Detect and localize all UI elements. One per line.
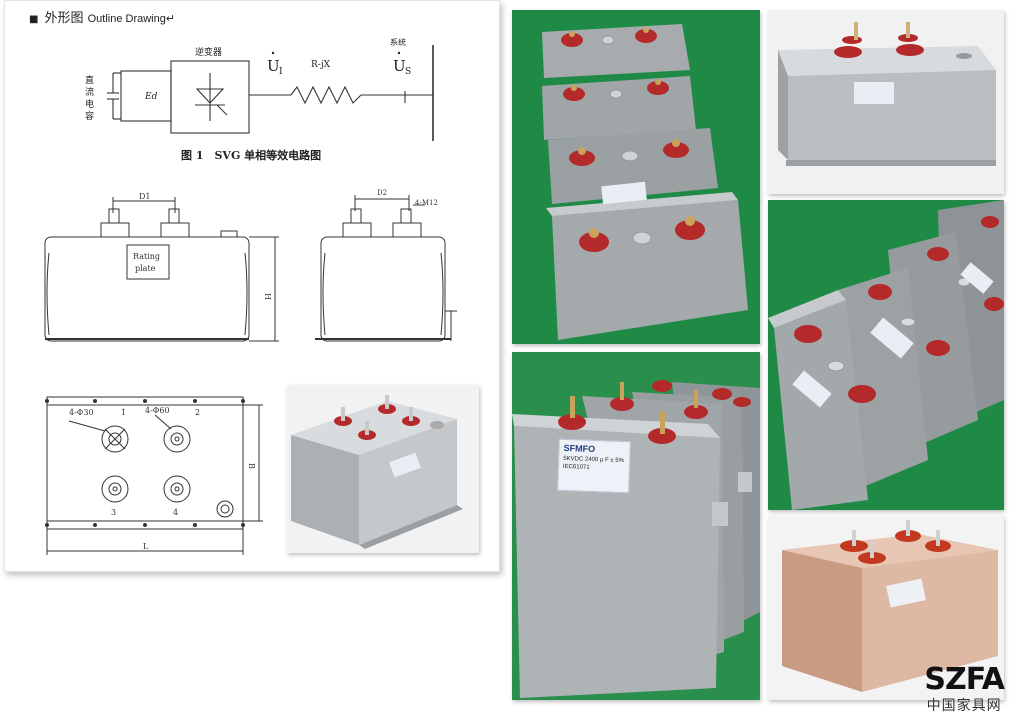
outline-drawing-panel: ■ 外形图 Outline Drawing↵ (4, 0, 500, 572)
watermark-site: 中国家具网 (926, 698, 1002, 714)
us-sub: S (405, 67, 411, 77)
inverter-label: 逆变器 (195, 46, 222, 58)
inverter-box (170, 60, 250, 134)
top-view-dots (45, 399, 245, 527)
terminal-1-label: 1 (121, 408, 126, 417)
label-brand: SFMFO (563, 442, 596, 455)
label-rating: 5KVDC 2400 μ F ± 5% (563, 455, 625, 465)
rating-label-sticker: SFMFO 5KVDC 2400 μ F ± 5% IEC61071 (557, 438, 631, 494)
d2-label: D2 (377, 189, 387, 197)
grid-label: 系统 (390, 37, 406, 47)
d1-label: D1 (139, 192, 151, 201)
circuit-diagram (107, 45, 434, 141)
hole60-label: 4-Φ60 (145, 406, 170, 415)
front-view (44, 197, 279, 342)
b-label: B (247, 463, 256, 469)
watermark: SZFA 中国家具网 (924, 662, 1005, 715)
side-view (315, 195, 457, 342)
outline-drawing-svg: 直 流 电 容 Ed 逆变器 U I R-jX 系统 U S 图 1 SVG 单… (44, 37, 457, 555)
title-mark: ↵ (165, 13, 176, 25)
impedance-zigzag (290, 85, 362, 105)
hole30-label: 4-Φ30 (69, 408, 94, 417)
h-label: H (263, 293, 272, 300)
rating-plate-line1: Rating (133, 252, 160, 261)
impedance-label: R-jX (311, 60, 331, 70)
m12-label: 4-M12 (415, 199, 438, 207)
photo-capacitor-single-top (768, 10, 1004, 194)
title-cn: 外形图 (44, 11, 84, 26)
photo-capacitor-row-2 (768, 200, 1004, 510)
us-label: U (393, 57, 406, 75)
rating-plate-line2: plate (135, 264, 156, 273)
small-capacitor-photo (287, 385, 479, 553)
photo-capacitor-bronze (768, 516, 1004, 700)
thyristor-symbol (195, 88, 225, 104)
ui-sub: I (279, 67, 283, 77)
ed-label: Ed (144, 92, 158, 102)
dc-label-4: 容 (85, 110, 94, 122)
terminal-2-label: 2 (195, 408, 200, 417)
watermark-logo: SZFA (924, 662, 1005, 697)
top-view (46, 396, 263, 555)
ui-label: U (267, 57, 280, 75)
outline-drawing-title: ■ 外形图 Outline Drawing↵ (29, 7, 175, 26)
dc-label-2: 流 (85, 86, 94, 98)
l-label: L (143, 542, 149, 551)
dc-label-1: 直 (85, 74, 94, 86)
terminal-3-label: 3 (111, 508, 116, 517)
dot-marks (271, 51, 401, 55)
terminal-4-label: 4 (173, 508, 178, 517)
photo-capacitor-row-1 (512, 10, 760, 344)
rating-plate (126, 244, 170, 280)
photo-capacitor-labeled: SFMFO 5KVDC 2400 μ F ± 5% IEC61071 (512, 352, 760, 700)
title-bullet: ■ (29, 14, 39, 25)
dc-label-3: 电 (85, 98, 94, 110)
circuit-caption: 图 1 SVG 单相等效电路图 (181, 148, 321, 162)
title-en: Outline Drawing (87, 13, 166, 25)
label-standard: IEC61071 (562, 463, 590, 471)
